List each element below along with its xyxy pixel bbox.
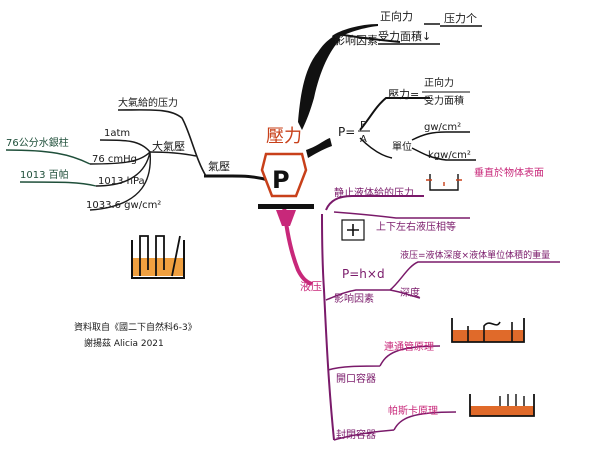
formula-def-top: 正向力 <box>424 76 454 89</box>
branch-directions <box>333 211 470 219</box>
formula-unit-label: 單位 <box>392 140 412 153</box>
atm-branch: 氣壓 <box>208 159 230 173</box>
center-node: 壓力 P <box>258 126 314 226</box>
branch-atm-lines <box>89 139 152 211</box>
liquid-branch: 液压 <box>300 279 322 293</box>
branch-big-line <box>149 151 197 157</box>
branch-influence <box>298 34 340 130</box>
formula-def-label: 壓力= <box>388 88 419 101</box>
branch-formula-unit <box>359 137 393 159</box>
liquid-directions: 上下左右液压相等 <box>376 220 456 233</box>
formula-def-bottom: 受力面積 <box>424 94 464 107</box>
atm-gwcm: 1033.6 gw/cm² <box>86 200 161 211</box>
liquid-static: 静止液体給的压力 <box>334 186 414 199</box>
beaker-icon <box>131 235 185 279</box>
influence-label: 影响因素 <box>334 34 378 47</box>
pascal-press-icon <box>469 394 535 417</box>
liquid-closed: 封閉容器 <box>336 428 376 441</box>
branch-influence-liquid <box>325 261 560 301</box>
formula-lhs: P= <box>338 125 355 139</box>
formula-numerator: F <box>360 120 366 131</box>
atm-1atm: 1atm <box>104 128 130 139</box>
center-symbol: P <box>272 166 290 194</box>
branch-unit1 <box>411 131 470 141</box>
influence-force: 正向力 <box>380 9 413 23</box>
branch-formula <box>306 138 332 158</box>
formula-unit2: kgw/cm² <box>428 150 471 161</box>
atm-label: 大氣給的压力 <box>118 96 178 109</box>
formula-unit1: gw/cm² <box>424 122 461 133</box>
center-title: 壓力 <box>266 126 302 147</box>
branch-formula-def <box>359 97 430 131</box>
atm-big: 大氣壓 <box>152 139 185 153</box>
center-base <box>258 204 314 209</box>
liquid-definition: 液压=液体深度×液体單位体積的重量 <box>400 249 550 261</box>
atm-mercury: 76公分水銀柱 <box>6 136 69 149</box>
branch-big-atm <box>117 109 207 177</box>
atm-hpa: 1013 hPa <box>98 176 145 187</box>
influence-area: 受力面積↓ <box>378 29 431 43</box>
branch-influence-area <box>337 33 401 43</box>
formula-denominator: A <box>360 134 367 145</box>
pressure-gauge-icon <box>260 152 308 198</box>
liquid-formula: P=h×d <box>342 267 385 281</box>
center-funnel <box>276 210 296 226</box>
perpendicular-diagram-icon <box>426 174 462 191</box>
branch-open <box>327 345 441 371</box>
liquid-open: 開口容器 <box>336 372 376 385</box>
liquid-pascal: 帕斯卡原理 <box>388 404 438 417</box>
liquid-depth: 深度 <box>400 286 420 299</box>
branch-hundred <box>19 181 97 187</box>
influence-result: 压力个 <box>444 12 477 25</box>
liquid-communicating: 連通管原理 <box>384 340 434 353</box>
atm-cmhg: 76 cmHg <box>92 154 137 165</box>
communicating-vessels-icon <box>451 318 525 343</box>
branch-liquid-trunk <box>321 195 424 441</box>
liquid-influence: 影响因素 <box>334 292 374 305</box>
liquid-perpendicular: 垂直於物体表面 <box>474 166 544 179</box>
branch-unit2 <box>411 147 476 161</box>
atm-hundred: 1013 百帕 <box>20 168 69 181</box>
direction-arrows-icon <box>341 219 365 241</box>
branch-closed <box>333 411 457 441</box>
branch-mercury <box>5 149 91 165</box>
credit-line1: 資料取自《國二下自然科6-3》 <box>74 321 197 333</box>
branch-influence-force <box>332 24 378 40</box>
credit-line2: 謝揚茲 Alicia 2021 <box>84 337 164 349</box>
branch-atmosphere <box>204 174 269 182</box>
